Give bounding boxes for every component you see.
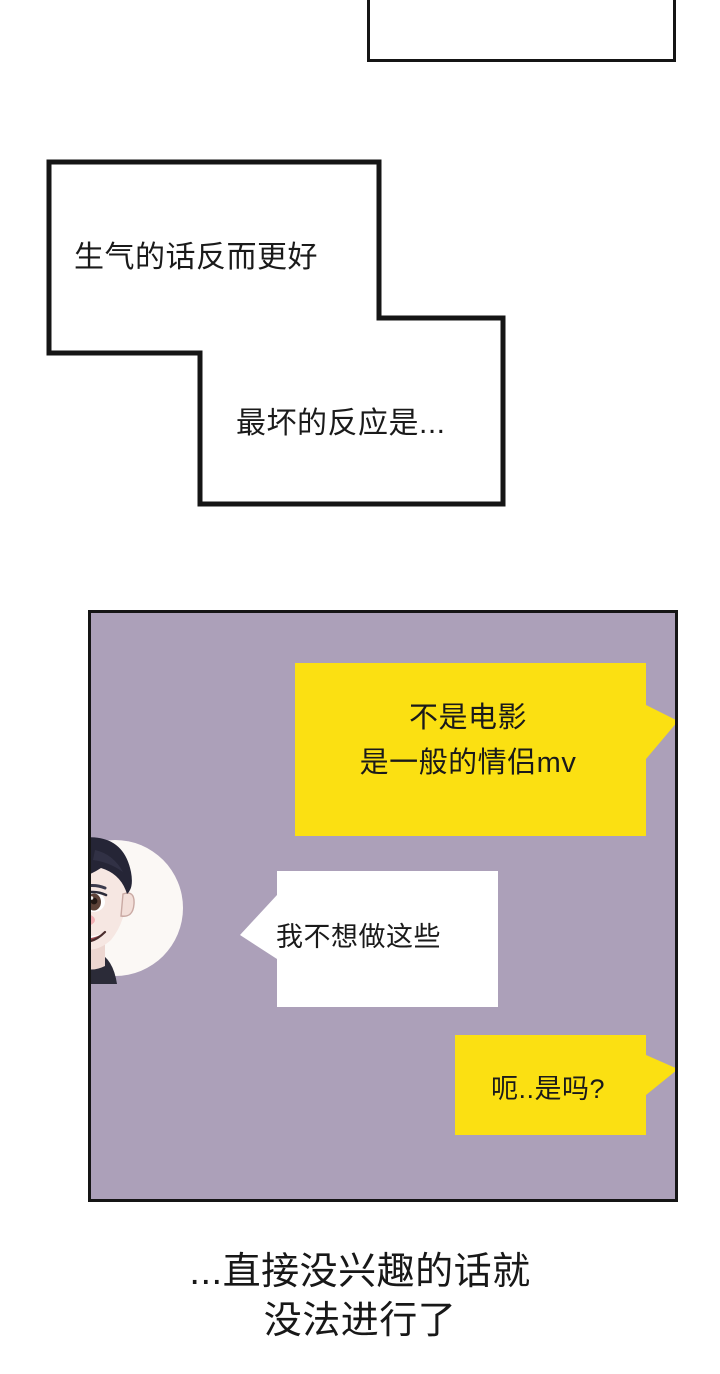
speech-bubble-white-1 bbox=[150, 871, 498, 1007]
bottom-caption: ...直接没兴趣的话就 没法进行了 bbox=[189, 1251, 531, 1342]
speech-bubble-white-1-shape bbox=[240, 871, 498, 1007]
main-comic-panel bbox=[88, 610, 678, 1202]
speech-bubble-yellow-1-shape bbox=[295, 663, 675, 836]
speech-bubble-yellow-2-text: 呃..是吗? bbox=[490, 1074, 606, 1104]
speech-bubble-stepped-upper-text: 生气的话反而更好 bbox=[74, 241, 318, 274]
speech-bubble-stepped-lower-text: 最坏的反应是... bbox=[236, 407, 446, 440]
speech-bubble-top-partial bbox=[367, 0, 676, 62]
character-smiling-boy bbox=[91, 832, 191, 984]
speech-bubble-yellow-2 bbox=[455, 1035, 675, 1135]
speech-bubble-stepped bbox=[46, 159, 506, 507]
speech-bubble-yellow-2-shape bbox=[455, 1035, 675, 1135]
speech-bubble-white-1-text: 我不想做这些 bbox=[276, 922, 441, 952]
speech-bubble-yellow-1-text: 不是电影 是一般的情侣mv bbox=[359, 702, 577, 779]
speech-bubble-stepped-shape bbox=[46, 159, 506, 507]
speech-bubble-yellow-1 bbox=[295, 663, 675, 836]
character-artwork bbox=[91, 837, 183, 984]
